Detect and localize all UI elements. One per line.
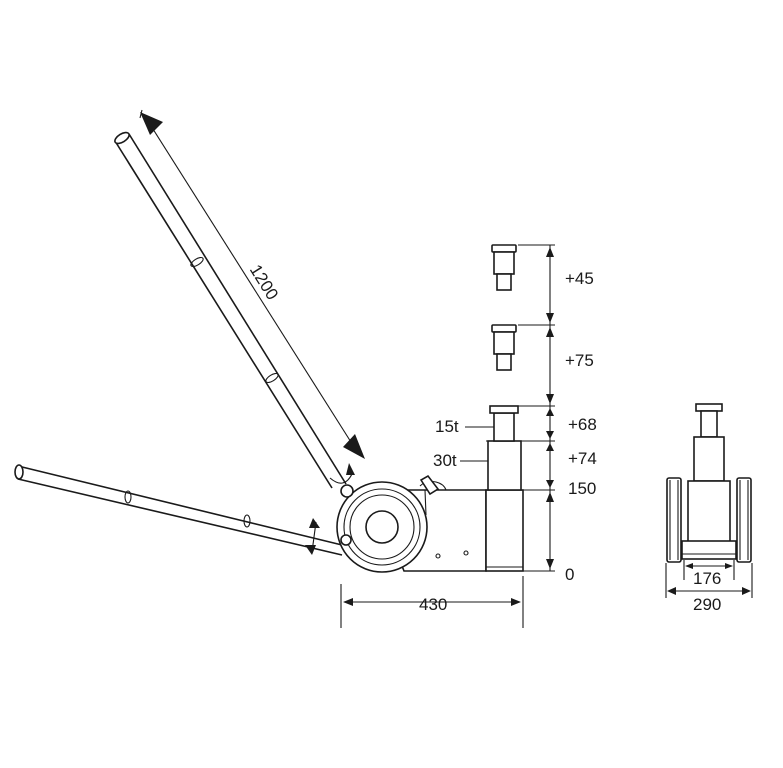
handle-lowered (14, 464, 343, 556)
rotate-arrow-icon (329, 473, 353, 484)
arrow-up-left-icon (140, 112, 163, 135)
dimension-plus-68: +68 (568, 415, 597, 434)
stage-30t-label: 30t (433, 451, 457, 470)
inner-width-dimension (683, 560, 735, 580)
extension-piece-2 (491, 324, 517, 333)
wheelbase-dimension (340, 576, 524, 628)
dimension-0: 0 (565, 565, 574, 584)
piston-stages (486, 244, 523, 491)
dimension-150: 150 (568, 479, 596, 498)
outer-width-dimension (665, 563, 753, 598)
dimension-plus-75: +75 (565, 351, 594, 370)
handle-length-dimension: 1200 (139, 109, 365, 459)
dimension-plus-74: +74 (568, 449, 597, 468)
handle-upright (114, 131, 347, 489)
jack-body (336, 474, 524, 573)
front-right-wheel (736, 477, 752, 563)
extension-piece-1 (491, 244, 517, 253)
dimension-430: 430 (419, 595, 447, 614)
handle-length-label: 1200 (246, 261, 282, 303)
dimension-plus-45: +45 (565, 269, 594, 288)
dimension-176: 176 (693, 569, 721, 588)
arrow-down-right-icon (343, 434, 365, 459)
height-dimensions (518, 244, 555, 572)
jack-front-view (666, 403, 752, 563)
front-left-wheel (666, 477, 682, 563)
dimension-290: 290 (693, 595, 721, 614)
stage-15t-label: 15t (435, 417, 459, 436)
